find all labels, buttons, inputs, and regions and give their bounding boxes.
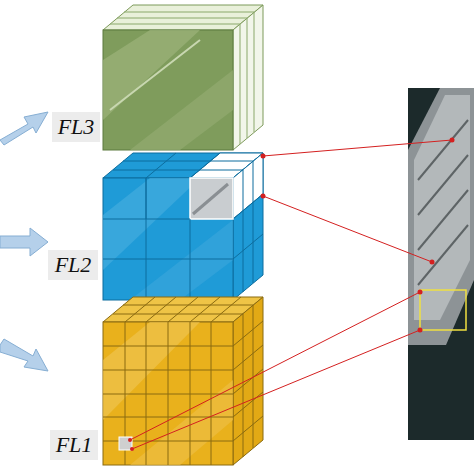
feature-cube-l2 [103, 153, 263, 300]
arrow-down-right [0, 339, 48, 371]
leader-dots [128, 138, 455, 452]
feature-cube-l1 [103, 297, 263, 465]
feature-map-label: FL1 [50, 430, 98, 460]
feature-map-label: FL2 [48, 250, 98, 280]
feature-cube-l3 [103, 5, 263, 150]
arrow-up-right [0, 112, 48, 145]
input-arrows [0, 112, 48, 371]
arrow-right [0, 228, 48, 256]
feature-map-label: FL3 [52, 112, 100, 142]
leader-lines [130, 140, 452, 449]
